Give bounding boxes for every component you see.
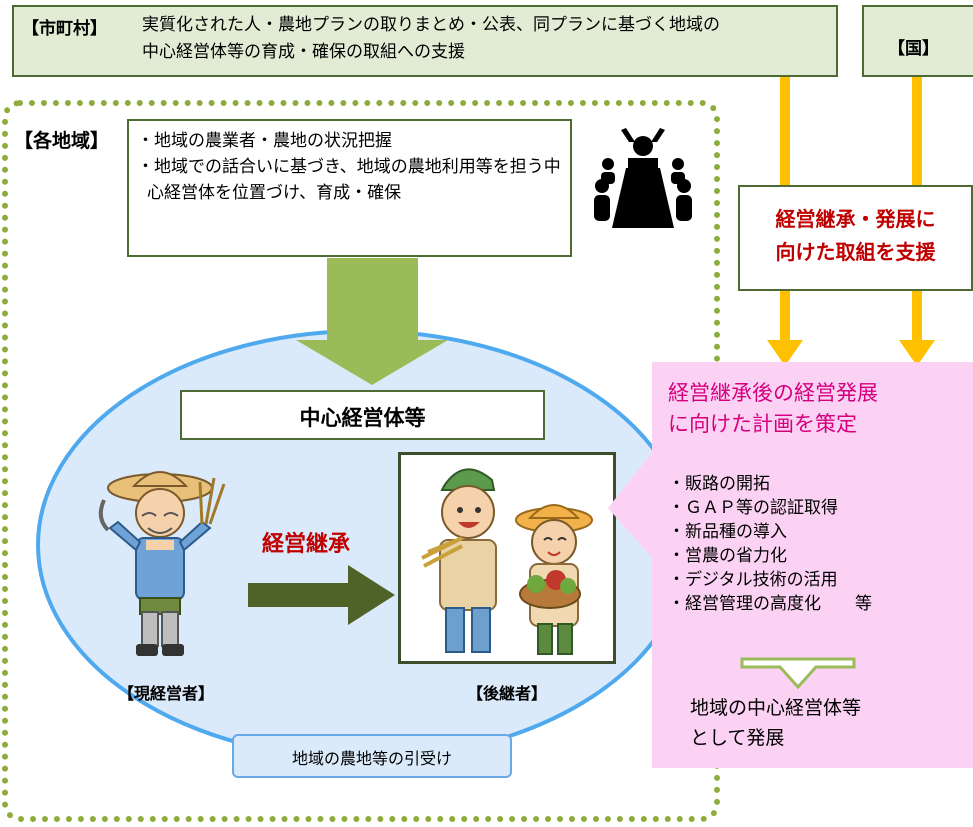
successor-figure bbox=[421, 468, 593, 655]
center-manager-box bbox=[180, 390, 545, 440]
region-activity-item: ・地域の農業者・農地の状況把握 bbox=[137, 131, 392, 151]
land-acceptance-box bbox=[232, 734, 512, 778]
support-text-line1: 経営継承・発展に bbox=[775, 207, 936, 231]
plan-item: ・販路の開拓 bbox=[668, 474, 770, 494]
support-text: 経営継承・発展に 向けた取組を支援 bbox=[738, 203, 973, 269]
land-acceptance-text: 地域の農地等の引受け bbox=[291, 749, 452, 768]
successor-label: 【後継者】 bbox=[467, 684, 548, 703]
municipality-text-line1: 実質化された人・農地プランの取りまとめ・公表、同プランに基づく地域の bbox=[142, 15, 720, 35]
plan-item: ・営農の省力化 bbox=[668, 546, 787, 566]
region-label: 【各地域】 bbox=[14, 130, 110, 152]
support-box bbox=[738, 185, 973, 291]
plan-callout-pointer bbox=[608, 450, 654, 560]
plan-item-list: ・販路の開拓 ・ＧＡＰ等の認証取得 ・新品種の導入 ・営農の省力化 ・デジタル技… bbox=[668, 472, 968, 616]
nation-box bbox=[862, 5, 973, 77]
municipality-box bbox=[12, 5, 838, 77]
plan-title: 経営継承後の経営発展 に向けた計画を策定 bbox=[668, 378, 968, 440]
down-arrow bbox=[296, 258, 448, 385]
plan-result-arrow bbox=[740, 657, 856, 690]
support-text-line2: 向けた取組を支援 bbox=[775, 240, 936, 264]
plan-item: ・ＧＡＰ等の認証取得 bbox=[668, 498, 838, 518]
municipality-label: 【市町村】 bbox=[22, 19, 107, 39]
successor-frame bbox=[398, 452, 616, 664]
current-manager-figure bbox=[98, 471, 226, 656]
municipality-text-line2: 中心経営体等の育成・確保の取組への支援 bbox=[142, 42, 465, 62]
region-activity-list: ・地域の農業者・農地の状況把握 ・地域での話合いに基づき、地域の農地利用等を担う… bbox=[137, 128, 567, 206]
succession-label: 経営継承 bbox=[262, 532, 351, 557]
plan-result: 地域の中心経営体等 として発展 bbox=[690, 693, 960, 753]
plan-callout bbox=[652, 362, 973, 768]
succession-arrow bbox=[248, 565, 395, 625]
nation-label: 【国】 bbox=[888, 39, 939, 59]
plan-item: ・新品種の導入 bbox=[668, 522, 787, 542]
region-activity-box bbox=[127, 119, 572, 257]
current-manager-label: 【現経営者】 bbox=[118, 684, 215, 703]
plan-result-line2: として発展 bbox=[690, 727, 785, 749]
plan-title-line2: に向けた計画を策定 bbox=[668, 412, 857, 436]
meeting-icon bbox=[594, 128, 692, 228]
plan-item: ・経営管理の高度化 等 bbox=[668, 594, 872, 614]
plan-result-line1: 地域の中心経営体等 bbox=[690, 697, 862, 719]
plan-item: ・デジタル技術の活用 bbox=[668, 570, 838, 590]
municipality-text: 実質化された人・農地プランの取りまとめ・公表、同プランに基づく地域の 中心経営体… bbox=[142, 12, 832, 66]
plan-title-line1: 経営継承後の経営発展 bbox=[668, 381, 878, 405]
center-manager-title: 中心経営体等 bbox=[299, 406, 426, 430]
region-activity-item: ・地域での話合いに基づき、地域の農地利用等を担う中心経営体を位置づけ、育成・確保 bbox=[137, 157, 561, 203]
